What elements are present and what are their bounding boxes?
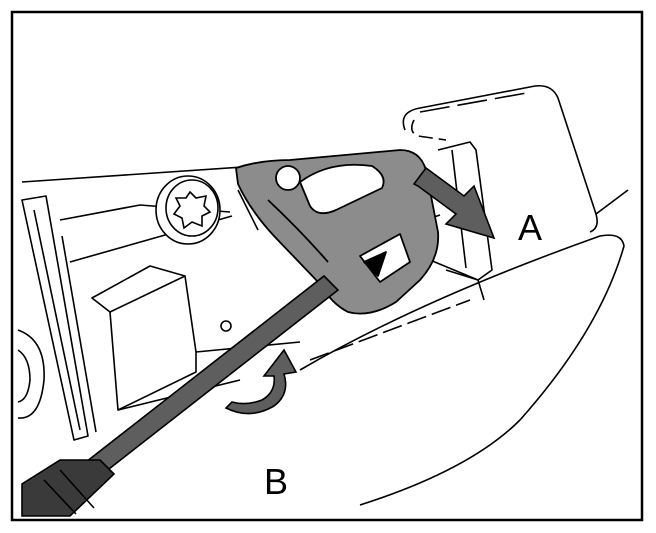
push-arrow-icon <box>412 166 496 240</box>
screw-icon <box>155 175 221 245</box>
screwdriver <box>21 274 340 517</box>
callout-a: A <box>518 207 542 248</box>
clip-bracket <box>235 149 440 315</box>
callout-b: B <box>264 461 288 502</box>
rotate-arrow-icon <box>224 348 298 415</box>
